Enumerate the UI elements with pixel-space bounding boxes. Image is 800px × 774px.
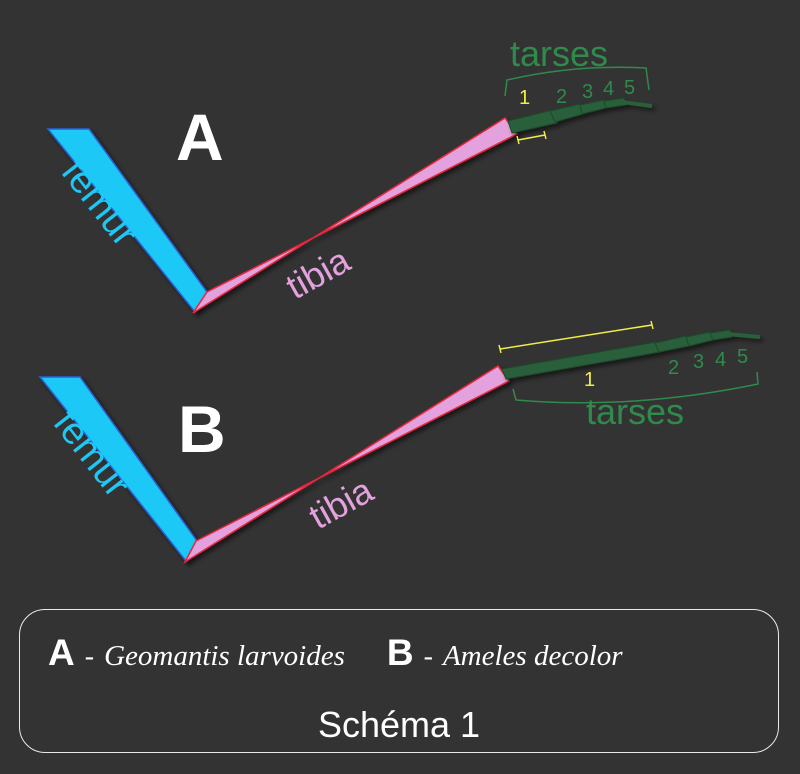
tarsus-number-4-b: 4 [715, 349, 726, 371]
diagram-b: B fémur tibia tarses 1 2 3 4 5 [38, 320, 761, 565]
tarsus-number-1-b: 1 [584, 369, 595, 391]
tarsus-segment-1 [507, 109, 558, 134]
diagram-a: A fémur tibia tarses 1 2 3 4 5 [46, 33, 653, 314]
measure-segment-1-a [516, 130, 547, 145]
tarsus-segment-5 [727, 332, 761, 339]
tarsus-number-4-a: 4 [603, 78, 614, 100]
legend-species-a: Geomantis larvoides [104, 640, 345, 672]
diagram-letter-b: B [178, 392, 226, 466]
tibia-a [192, 116, 519, 314]
tarsus-segment-4 [709, 329, 733, 341]
tarsus-a [507, 97, 653, 134]
tarsus-bracket-a [504, 66, 650, 97]
tarsus-segment-5 [621, 100, 653, 108]
tibia-label-b: tibia [302, 469, 380, 537]
legend-box: A - Geomantis larvoides B - Ameles decol… [19, 609, 779, 753]
figure-caption: Schéma 1 [317, 704, 481, 745]
legend-separator-a: - [84, 641, 95, 672]
legend-row: A - Geomantis larvoides B - Ameles decol… [48, 632, 623, 674]
legend-species-b: Ameles decolor [442, 640, 623, 672]
tarsus-label-b: tarses [586, 391, 684, 432]
tarsus-number-3-a: 3 [582, 81, 593, 103]
tarsus-label-a: tarses [510, 33, 608, 74]
tarsus-number-1-a: 1 [519, 87, 530, 109]
tarsus-number-5-b: 5 [737, 346, 748, 368]
tarsus-bracket-b [512, 371, 759, 404]
tarsus-number-2-b: 2 [668, 357, 679, 379]
tarsus-number-3-b: 3 [693, 351, 704, 373]
tarsus-number-2-a: 2 [556, 86, 567, 108]
legend-letter-b: B [386, 632, 414, 673]
tarsus-segment-2 [654, 335, 690, 353]
legend-letter-a: A [48, 632, 75, 673]
tarsus-segment-3 [685, 331, 714, 347]
tarsus-b [501, 329, 761, 380]
tibia-b [183, 364, 511, 565]
tarsus-number-5-a: 5 [624, 77, 635, 99]
measure-segment-1-b [498, 320, 654, 354]
legend-separator-b: - [423, 641, 433, 672]
tarsus-segment-4 [603, 97, 627, 109]
diagram-letter-a: A [176, 100, 224, 174]
tarsus-segment-1 [501, 341, 661, 380]
